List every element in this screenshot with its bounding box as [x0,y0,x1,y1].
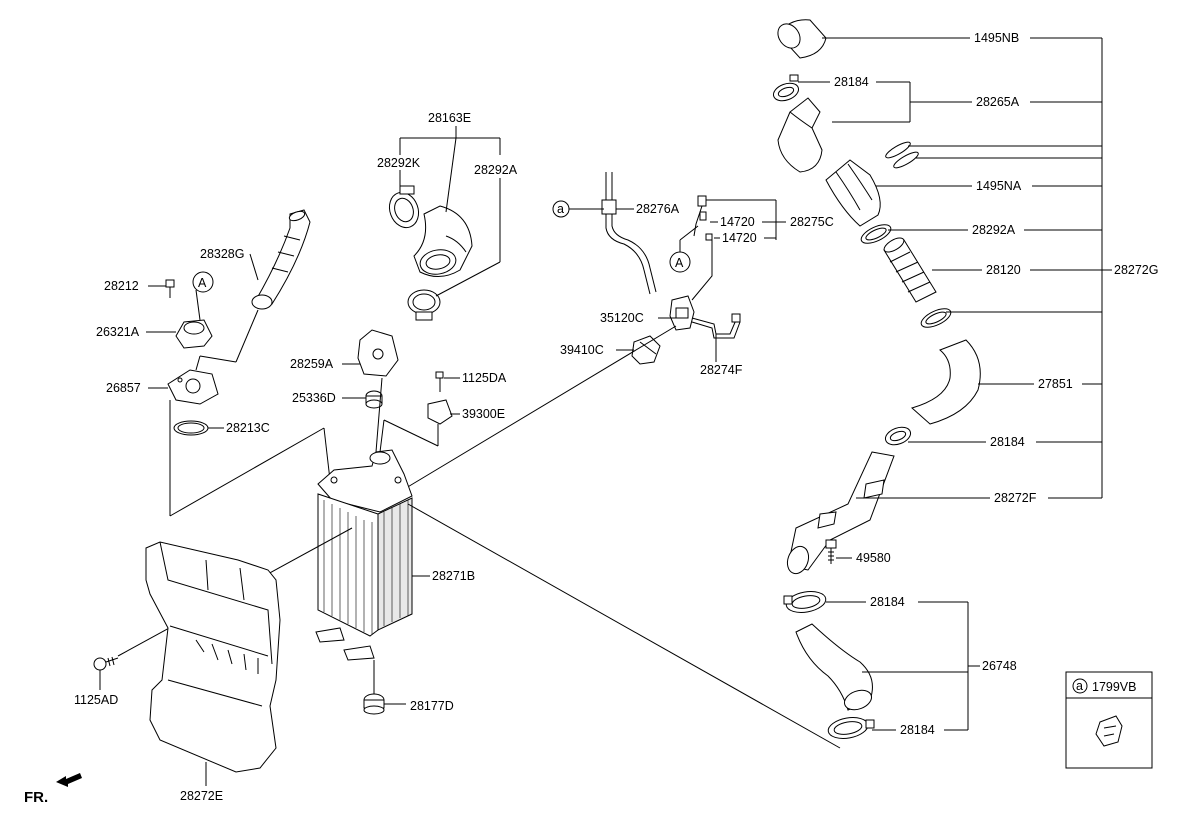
label-28292a-mid: 28292A [474,163,518,177]
label-28272g: 28272G [1114,263,1158,277]
label-28271b: 28271B [432,569,475,583]
part-28265a-hose [777,97,823,173]
leader-lines-left-bottom [99,670,207,786]
part-35120c-solenoid [669,295,695,331]
part-28184-clamp-mid [884,426,912,446]
part-28213c-oring [173,420,209,436]
label-27851: 27851 [1038,377,1073,391]
leader-lines-vacuum [405,199,786,489]
label-28292a-right: 28292A [972,223,1016,237]
label-39300e: 39300E [462,407,505,421]
front-direction-indicator: FR. [24,773,82,806]
front-label: FR. [24,789,48,806]
part-28292k-clamp [388,185,420,229]
label-1125da: 1125DA [462,371,507,385]
label-28292k: 28292K [377,156,421,170]
part-28184-clamp-lower1 [783,591,827,613]
part-49580-bolt [825,539,837,564]
label-26748: 26748 [982,659,1017,673]
label-28184-top: 28184 [834,75,869,89]
label-28272e: 28272E [180,789,223,803]
part-25336d-grommet [365,390,383,409]
part-14720-fittings [691,195,713,301]
label-35120c: 35120C [600,311,644,325]
part-28120-bellows [883,237,937,303]
ref-marker-A-vacuum: A [675,256,684,270]
ref-marker-A-left: A [198,276,207,290]
part-26748-hose [795,623,873,711]
label-28328g: 28328G [200,247,244,261]
label-28213c: 28213C [226,421,270,435]
label-28275c: 28275C [790,215,834,229]
part-28184-clamp-lower2 [827,717,875,739]
part-1495na-hose [825,159,881,227]
leader-lines-28163e [399,126,501,297]
label-28184-mid: 28184 [990,435,1025,449]
label-28184-lower1: 28184 [870,595,905,609]
label-1125ad: 1125AD [74,693,118,707]
part-28292a-clamp-right [860,224,892,244]
part-28212-bolt [165,279,175,298]
part-1495nb-hose [777,19,827,59]
label-28265a: 28265A [976,95,1020,109]
part-1125da-bolt [435,371,444,392]
label-26321a: 26321A [96,325,140,339]
part-28184-clamp-top [772,74,800,102]
part-28259a-bracket [357,329,399,377]
label-28274f: 28274F [700,363,743,377]
label-1495na: 1495NA [976,179,1022,193]
label-39410c: 39410C [560,343,604,357]
part-oring-gaskets [885,141,919,169]
part-1125ad-bolt [93,656,119,671]
part-28272e-air-guide [145,541,281,773]
ref-marker-a-vacuum: a [557,202,564,216]
label-28259a: 28259A [290,357,334,371]
label-28163e: 28163E [428,111,471,125]
part-26321a-cover [175,319,213,349]
part-28177d-mount [363,693,385,715]
part-39410c-bracket [631,335,661,365]
part-28271b-intercooler [315,449,413,661]
label-14720-a: 14720 [720,215,755,229]
front-arrow-icon [56,773,82,787]
label-49580: 49580 [856,551,891,565]
label-26857: 26857 [106,381,141,395]
ref-marker-a-inset: a [1076,679,1083,693]
label-28177d: 28177D [410,699,454,713]
part-27851-hose [910,339,981,425]
label-28212: 28212 [104,279,139,293]
part-26857-housing [167,369,219,405]
part-28292a-clamp-mid [407,289,441,321]
part-28328g-pipe [251,209,311,310]
leader-lines-left-top [146,253,331,517]
part-28272f-pipe [786,451,895,575]
label-14720-b: 14720 [722,231,757,245]
part-clamp-under-bellows [920,308,952,328]
label-1495nb: 1495NB [974,31,1019,45]
clip-icon [1095,715,1123,747]
label-28272f: 28272F [994,491,1037,505]
label-1799vb: 1799VB [1092,680,1136,694]
part-39300e-sensor [427,399,453,425]
leader-lines-right [798,37,1112,731]
part-28163e-hose [413,205,473,277]
inset-1799vb: a 1799VB [1065,671,1153,769]
part-28276a-vacuum-hose [601,172,657,295]
label-28120: 28120 [986,263,1021,277]
label-25336d: 25336D [292,391,336,405]
label-28184-lower2: 28184 [900,723,935,737]
label-28276a: 28276A [636,202,680,216]
